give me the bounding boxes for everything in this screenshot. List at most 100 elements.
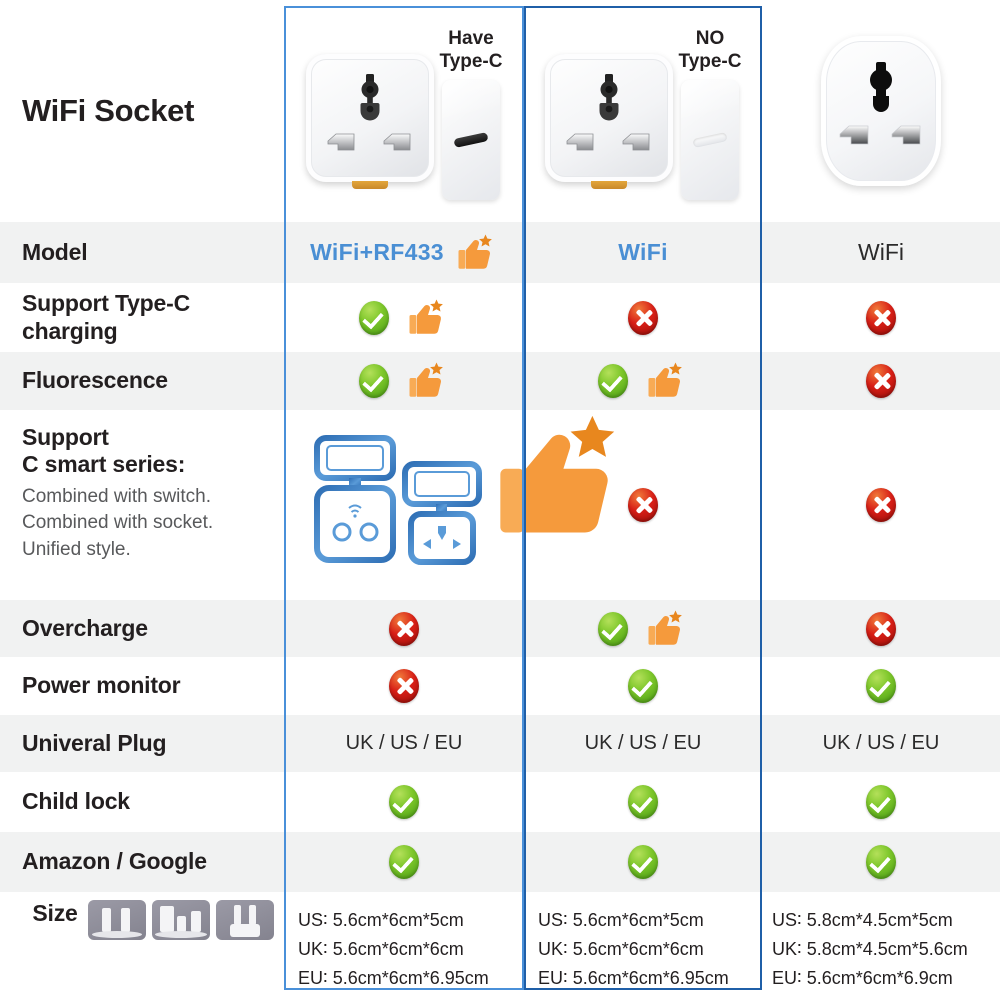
table-row: Power monitor (0, 657, 1000, 715)
row-cell-col1: US∶ 5.6cm*6cm*5cm UK∶ 5.6cm*6cm*6cm EU∶ … (284, 892, 524, 1000)
plug-types-value: UK / US / EU (584, 732, 702, 754)
check-icon (866, 669, 896, 703)
row-label: Univeral Plug (22, 729, 167, 756)
thumbs-up-icon (644, 359, 688, 403)
size-line-eu: EU∶ 5.6cm*6cm*6.9cm (772, 968, 953, 989)
thumbs-up-icon (467, 404, 615, 533)
plug-types-value: UK / US / EU (345, 732, 463, 754)
row-cell-col1 (284, 832, 524, 892)
row-cell-col3 (762, 410, 1000, 600)
row-label-cell: Amazon / Google (0, 832, 284, 892)
row-cell-col1 (284, 657, 524, 715)
socket-top-pin-icon (870, 62, 892, 112)
check-icon (628, 845, 658, 879)
row-label: Overcharge (22, 614, 148, 641)
row-cell-col2: UK / US / EU (524, 715, 762, 772)
row-cell-col3 (762, 657, 1000, 715)
socket-top-pin-icon (599, 74, 618, 121)
row-cell-col1 (284, 283, 524, 352)
row-cell-col3: US∶ 5.8cm*4.5cm*5cm UK∶ 5.8cm*4.5cm*5.6c… (762, 892, 1000, 1000)
socket-right-pin-icon (891, 125, 921, 145)
check-icon (628, 785, 658, 819)
check-icon (389, 785, 419, 819)
cross-icon (389, 611, 419, 646)
header-title-cell: WiFi Socket (0, 0, 284, 222)
blank-slot-icon (692, 131, 728, 148)
row-cell-col2 (524, 600, 762, 657)
page-title: WiFi Socket (22, 93, 195, 128)
table-row: Overcharge (0, 600, 1000, 657)
row-cell-col3: UK / US / EU (762, 715, 1000, 772)
cross-icon (628, 488, 658, 522)
socket-left-pin-icon (566, 133, 593, 151)
socket-top-pin-icon (360, 74, 379, 121)
cross-icon (866, 364, 896, 398)
row-cell-col2 (524, 832, 762, 892)
cross-icon (628, 300, 658, 335)
row-cell-col2: WiFi (524, 222, 762, 283)
socket-right-pin-icon (383, 133, 410, 151)
size-line-uk: UK∶ 5.6cm*6cm*6cm (298, 939, 464, 960)
check-icon (389, 845, 419, 879)
socket-image-col3 (821, 36, 941, 186)
table-row: Size (0, 892, 1000, 1000)
row-label: Power monitor (22, 672, 181, 699)
check-icon (598, 611, 628, 646)
size-thumbnail-group (87, 900, 274, 940)
row-label-cell: Child lock (0, 772, 284, 832)
eu-plug-photo (215, 900, 274, 940)
row-cell-col3 (762, 772, 1000, 832)
header-note-col2: NO Type-C (678, 28, 742, 72)
row-cell-col2 (524, 352, 762, 410)
size-value-col3: US∶ 5.8cm*4.5cm*5cm UK∶ 5.8cm*4.5cm*5.6c… (762, 906, 1000, 993)
row-cell-col2 (524, 410, 762, 600)
model-value: WiFi (858, 239, 904, 265)
size-line-us: US∶ 5.6cm*6cm*5cm (538, 910, 704, 930)
row-cell-col3 (762, 832, 1000, 892)
uk-plug-photo (151, 900, 210, 940)
check-icon (866, 845, 896, 879)
row-label: Child lock (22, 788, 130, 815)
row-cell-col3 (762, 283, 1000, 352)
row-label-cell: Size (0, 892, 284, 1000)
size-line-eu: EU∶ 5.6cm*6cm*6.95cm (298, 968, 489, 989)
socket-image-col2 (544, 54, 673, 189)
cross-icon (866, 488, 896, 522)
table-row: Model WiFi+RF433 WiFi WiFi (0, 222, 1000, 283)
type-c-port-plate-col1 (441, 79, 500, 200)
row-sublabel: Combined with switch. (22, 486, 212, 508)
thumbs-up-icon (644, 607, 688, 651)
row-cell-col3 (762, 352, 1000, 410)
check-icon (866, 785, 896, 819)
table-row: Univeral Plug UK / US / EU UK / US / EU … (0, 715, 1000, 772)
c-smart-series-diagram (311, 415, 615, 578)
check-icon (598, 364, 628, 398)
table-row: Amazon / Google (0, 832, 1000, 892)
us-plug-photo (87, 900, 146, 940)
row-cell-col2 (524, 657, 762, 715)
socket-yellow-tab (590, 181, 627, 189)
row-cell-col3: WiFi (762, 222, 1000, 283)
model-value: WiFi+RF433 (310, 239, 444, 265)
row-cell-col1 (284, 600, 524, 657)
size-line-us: US∶ 5.6cm*6cm*5cm (298, 910, 464, 930)
thumbs-up-icon (405, 359, 449, 403)
size-line-us: US∶ 5.8cm*4.5cm*5cm (772, 910, 953, 930)
row-cell-col2 (524, 283, 762, 352)
socket-left-pin-icon (327, 133, 354, 151)
row-cell-col3 (762, 600, 1000, 657)
row-label: Fluorescence (22, 367, 168, 394)
row-label-cell: Fluorescence (0, 352, 284, 410)
check-icon (628, 669, 658, 703)
row-label-line2: charging (22, 317, 118, 344)
row-label-cell: Overcharge (0, 600, 284, 657)
check-icon (359, 364, 389, 398)
socket-image-col1 (305, 54, 434, 189)
header-cell-col3 (762, 0, 1000, 222)
row-cell-col2: US∶ 5.6cm*6cm*5cm UK∶ 5.6cm*6cm*6cm EU∶ … (524, 892, 762, 1000)
row-cell-col1: UK / US / EU (284, 715, 524, 772)
check-icon (359, 300, 389, 335)
row-label: Support Type-C (22, 290, 190, 317)
cross-icon (866, 611, 896, 646)
socket-yellow-tab (351, 181, 388, 189)
